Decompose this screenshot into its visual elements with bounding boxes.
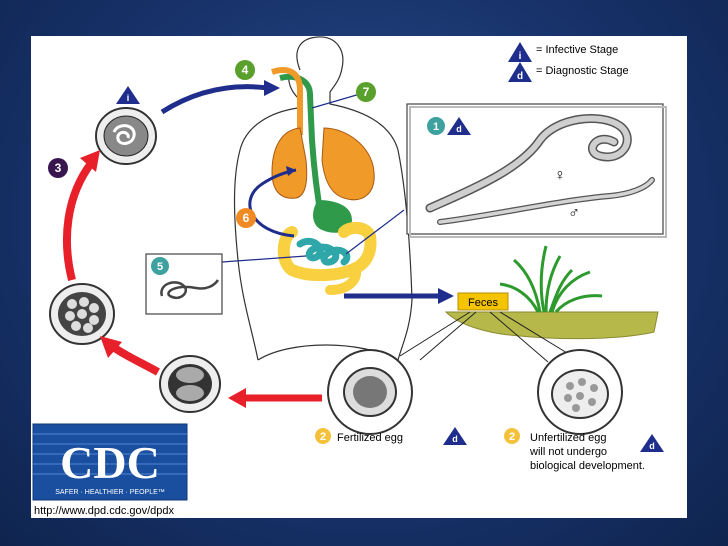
cdc-logo-text: CDC (60, 437, 160, 488)
stage-1-marker (427, 117, 445, 135)
male-symbol: ♂ (568, 205, 580, 222)
stage-7-marker (356, 82, 376, 102)
diagnostic-legend-icon (508, 62, 532, 82)
cdc-tagline: SAFER · HEALTHIER · PEOPLE™ (55, 489, 165, 496)
svg-text:d: d (456, 124, 462, 134)
svg-text:4: 4 (242, 63, 249, 77)
svg-text:6: 6 (243, 211, 250, 225)
trachea (271, 67, 303, 135)
infective-egg: i (95, 86, 157, 165)
feces-label-box (457, 292, 509, 311)
svg-text:d: d (517, 71, 523, 82)
stage-3-marker (48, 158, 68, 178)
diagnostic-badge-icon (447, 117, 471, 135)
diagnostic-badge-fertilized-icon (443, 427, 467, 445)
migration-path (248, 168, 297, 238)
larva-panel: 5 (145, 253, 223, 315)
fertilized-egg (327, 349, 413, 435)
development-arrow-3 (62, 159, 96, 281)
fertilized-egg-label: Fertilized egg (337, 432, 403, 444)
small-intestine (296, 237, 351, 266)
svg-text:5: 5 (157, 261, 163, 273)
stage-2-marker-fertilized (315, 428, 331, 444)
stomach (313, 200, 352, 233)
svg-text:1: 1 (433, 121, 439, 133)
stage-4-marker (235, 60, 255, 80)
unfertilized-label-line1: Unfertilized egg (530, 432, 606, 444)
unfertilized-label-line2: will not undergo (529, 446, 607, 458)
infective-legend-label: = Infective Stage (536, 44, 618, 56)
diagnostic-legend-label: = Diagnostic Stage (536, 65, 629, 77)
soil-patch: Feces (399, 245, 659, 363)
stage-6-marker (236, 208, 256, 228)
svg-text:i: i (127, 93, 130, 103)
svg-text:7: 7 (363, 85, 370, 99)
stage-5-marker (151, 257, 169, 275)
legend: i = Infective Stage d = Diagnostic Stage (508, 42, 629, 82)
adult-worms-panel: ♀ ♂ 1 d (406, 103, 667, 238)
svg-text:3: 3 (55, 161, 62, 175)
svg-text:d: d (452, 434, 458, 444)
female-symbol: ♀ (554, 167, 566, 184)
grass (499, 245, 603, 314)
lung-left (271, 127, 308, 199)
svg-text:i: i (519, 51, 522, 62)
ingestion-arrow (160, 84, 269, 115)
feces-label: Feces (468, 297, 498, 309)
stage-2-marker-unfertilized (504, 428, 520, 444)
cdc-url: http://www.dpd.cdc.gov/dpdx (34, 505, 175, 517)
infective-badge-icon (116, 86, 140, 104)
svg-text:2: 2 (509, 431, 515, 443)
diagnostic-badge-unfertilized-icon (640, 434, 664, 452)
developing-egg-twocell (159, 355, 221, 413)
unfertilized-label-line3: biological development. (530, 460, 645, 472)
infective-legend-icon (508, 42, 532, 62)
cdc-logo: CDC SAFER · HEALTHIER · PEOPLE™ (32, 423, 188, 501)
svg-text:2: 2 (320, 431, 326, 443)
lung-right (321, 127, 375, 201)
svg-text:d: d (649, 441, 655, 451)
developing-egg-multicell (49, 283, 115, 345)
unfertilized-egg (537, 349, 623, 435)
